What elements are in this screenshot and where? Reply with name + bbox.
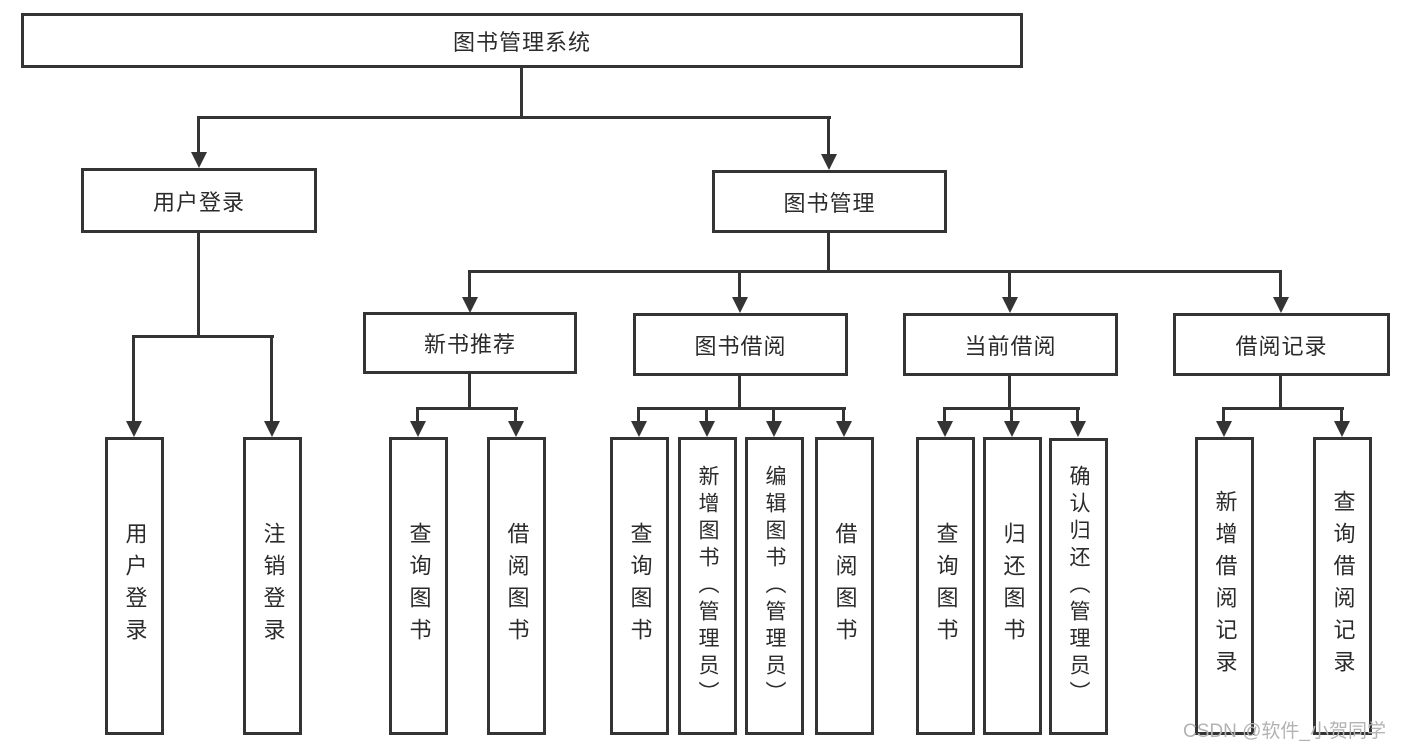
connector-to-leaf <box>270 335 273 422</box>
connector-to-leaf <box>514 407 517 422</box>
connector-stem <box>468 374 471 410</box>
leaf-edit-book-admin: 编辑图书（管理员） <box>745 437 804 735</box>
leaf-confirm-return-admin: 确认归还（管理员） <box>1049 438 1108 735</box>
node-book-borrow: 图书借阅 <box>633 313 848 376</box>
connector-to-leaf <box>416 407 419 422</box>
connector-to-leaf <box>637 407 640 422</box>
connector-bar <box>637 407 846 410</box>
arrowhead-icon <box>126 421 142 437</box>
connector-level1-bar <box>197 116 831 119</box>
connector-to-book-management <box>827 116 830 155</box>
leaf-logout: 注销登录 <box>243 437 302 735</box>
arrowhead-icon <box>1273 297 1289 313</box>
leaf-add-book-admin: 新增图书（管理员） <box>678 437 737 735</box>
connector-to-node <box>738 270 741 298</box>
leaf-add-borrow-record: 新增借阅记录 <box>1195 437 1254 735</box>
connector-to-leaf <box>842 407 845 422</box>
connector-user-login-bar <box>132 335 274 338</box>
connector-to-leaf <box>1222 407 1225 422</box>
connector-root-stem <box>520 68 523 118</box>
leaf-query-borrow-record: 查询借阅记录 <box>1313 437 1372 735</box>
connector-to-node <box>1279 270 1282 298</box>
leaf-borrow-books-recommend: 借阅图书 <box>487 437 546 735</box>
arrowhead-icon <box>462 297 478 313</box>
arrowhead-icon <box>410 421 426 437</box>
node-current-borrow: 当前借阅 <box>903 313 1118 376</box>
node-borrow-records: 借阅记录 <box>1173 313 1390 376</box>
arrowhead-icon <box>1216 421 1232 437</box>
connector-to-leaf <box>1010 407 1013 422</box>
leaf-user-login: 用户登录 <box>105 437 164 735</box>
connector-user-login-stem <box>197 233 200 338</box>
connector-bar <box>1222 407 1344 410</box>
arrowhead-icon <box>1002 297 1018 313</box>
branch-book-management: 图书管理 <box>712 170 947 233</box>
leaf-query-books-borrow: 查询图书 <box>610 437 669 735</box>
arrowhead-icon <box>264 421 280 437</box>
connector-to-leaf <box>1076 407 1079 422</box>
arrowhead-icon <box>508 421 524 437</box>
arrowhead-icon <box>631 421 647 437</box>
connector-to-user-login <box>197 116 200 153</box>
connector-to-leaf <box>1340 407 1343 422</box>
csdn-watermark: CSDN @软件_小贺同学 <box>1183 721 1386 742</box>
connector-to-node <box>468 270 471 298</box>
connector-to-leaf <box>132 335 135 422</box>
arrowhead-icon <box>836 421 852 437</box>
arrowhead-icon <box>1004 421 1020 437</box>
connector-stem <box>1008 376 1011 410</box>
arrowhead-icon <box>821 154 837 170</box>
connector-level3-bar <box>468 270 1282 273</box>
connector-to-leaf <box>705 407 708 422</box>
leaf-query-books-current: 查询图书 <box>916 437 975 735</box>
leaf-return-books: 归还图书 <box>983 437 1042 735</box>
arrowhead-icon <box>191 152 207 168</box>
arrowhead-icon <box>1070 421 1086 437</box>
leaf-borrow-books: 借阅图书 <box>815 437 874 735</box>
node-new-book-recommend: 新书推荐 <box>363 312 577 374</box>
branch-user-login: 用户登录 <box>81 168 317 233</box>
connector-stem <box>1279 376 1282 410</box>
root-node-library-system: 图书管理系统 <box>21 13 1023 68</box>
arrowhead-icon <box>732 297 748 313</box>
arrowhead-icon <box>766 421 782 437</box>
arrowhead-icon <box>937 421 953 437</box>
connector-to-node <box>1008 270 1011 298</box>
connector-to-leaf <box>772 407 775 422</box>
leaf-query-books-recommend: 查询图书 <box>389 437 448 735</box>
connector-book-management-stem <box>827 233 830 273</box>
arrowhead-icon <box>699 421 715 437</box>
connector-bar <box>416 407 518 410</box>
connector-stem <box>738 376 741 410</box>
arrowhead-icon <box>1334 421 1350 437</box>
connector-to-leaf <box>943 407 946 422</box>
